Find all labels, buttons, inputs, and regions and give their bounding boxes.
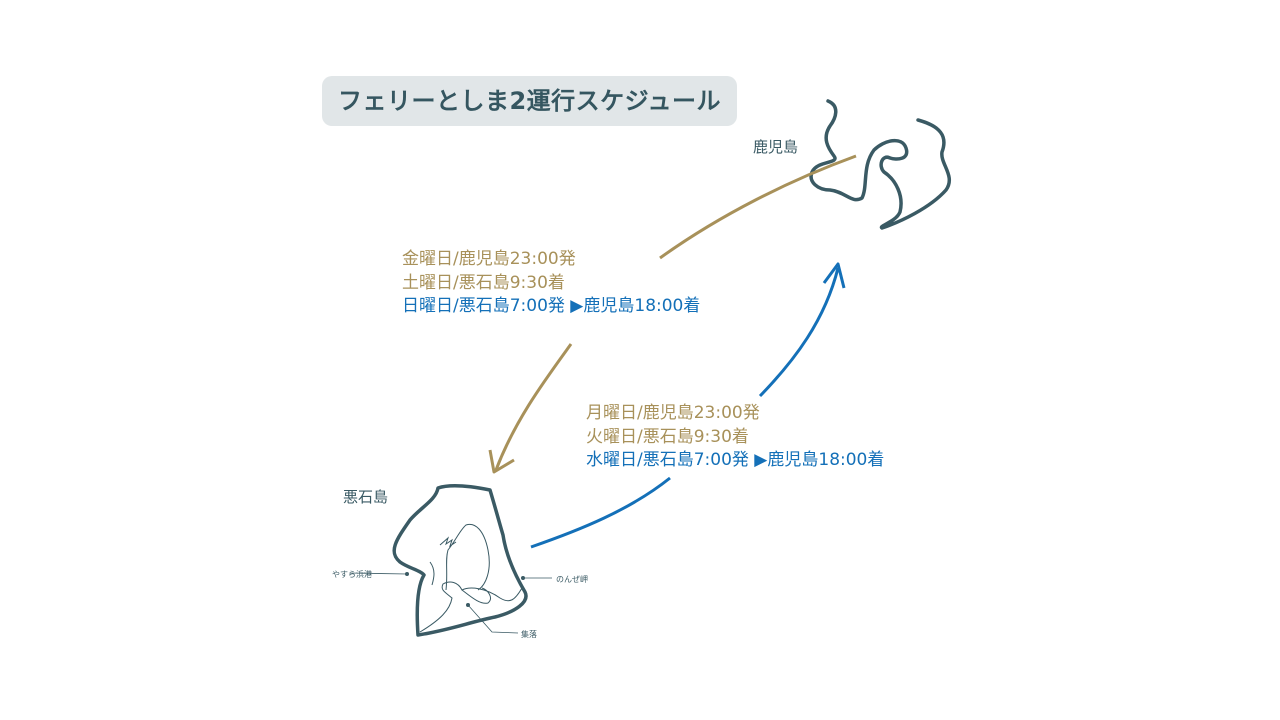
schedule-b-line: 水曜日/悪石島7:00発 ▶鹿児島18:00着 — [586, 450, 885, 470]
schedule-b-line: 月曜日/鹿児島23:00発 — [586, 403, 760, 423]
akuseki-label: 悪石島 — [343, 488, 389, 506]
cape-label: のんぜ岬 — [556, 575, 588, 584]
kagoshima-label: 鹿児島 — [753, 138, 799, 156]
schedule-b-line: 火曜日/悪石島9:30着 — [586, 426, 749, 447]
port-marker — [405, 572, 409, 576]
outbound-arrowhead — [488, 449, 515, 474]
schedule-b: 月曜日/鹿児島23:00発 火曜日/悪石島9:30着 水曜日/悪石島7:00発 … — [586, 402, 884, 473]
akuseki-contour — [419, 523, 523, 633]
akuseki-coastline — [392, 484, 528, 637]
schedule-a-line: 土曜日/悪石島9:30着 — [402, 272, 565, 293]
return-route-arrow — [758, 267, 840, 398]
village-marker — [466, 603, 470, 607]
cape-marker — [521, 576, 525, 580]
page-title: フェリーとしま2運行スケジュール — [322, 76, 737, 126]
outbound-route-line — [659, 154, 857, 260]
return-arrowhead — [822, 262, 846, 289]
outbound-route-arrow — [494, 343, 573, 471]
schedule-a-line: 金曜日/鹿児島23:00発 — [402, 249, 576, 269]
village-leader — [467, 604, 519, 634]
kagoshima-coastline — [809, 99, 952, 230]
return-route-line — [530, 476, 671, 549]
schedule-a-line: 日曜日/悪石島7:00発 ▶鹿児島18:00着 — [402, 296, 701, 316]
village-label: 集落 — [521, 630, 537, 639]
port-leader — [349, 572, 408, 575]
schedule-a: 金曜日/鹿児島23:00発 土曜日/悪石島9:30着 日曜日/悪石島7:00発 … — [402, 248, 700, 319]
port-label: やすら浜港 — [332, 570, 372, 579]
